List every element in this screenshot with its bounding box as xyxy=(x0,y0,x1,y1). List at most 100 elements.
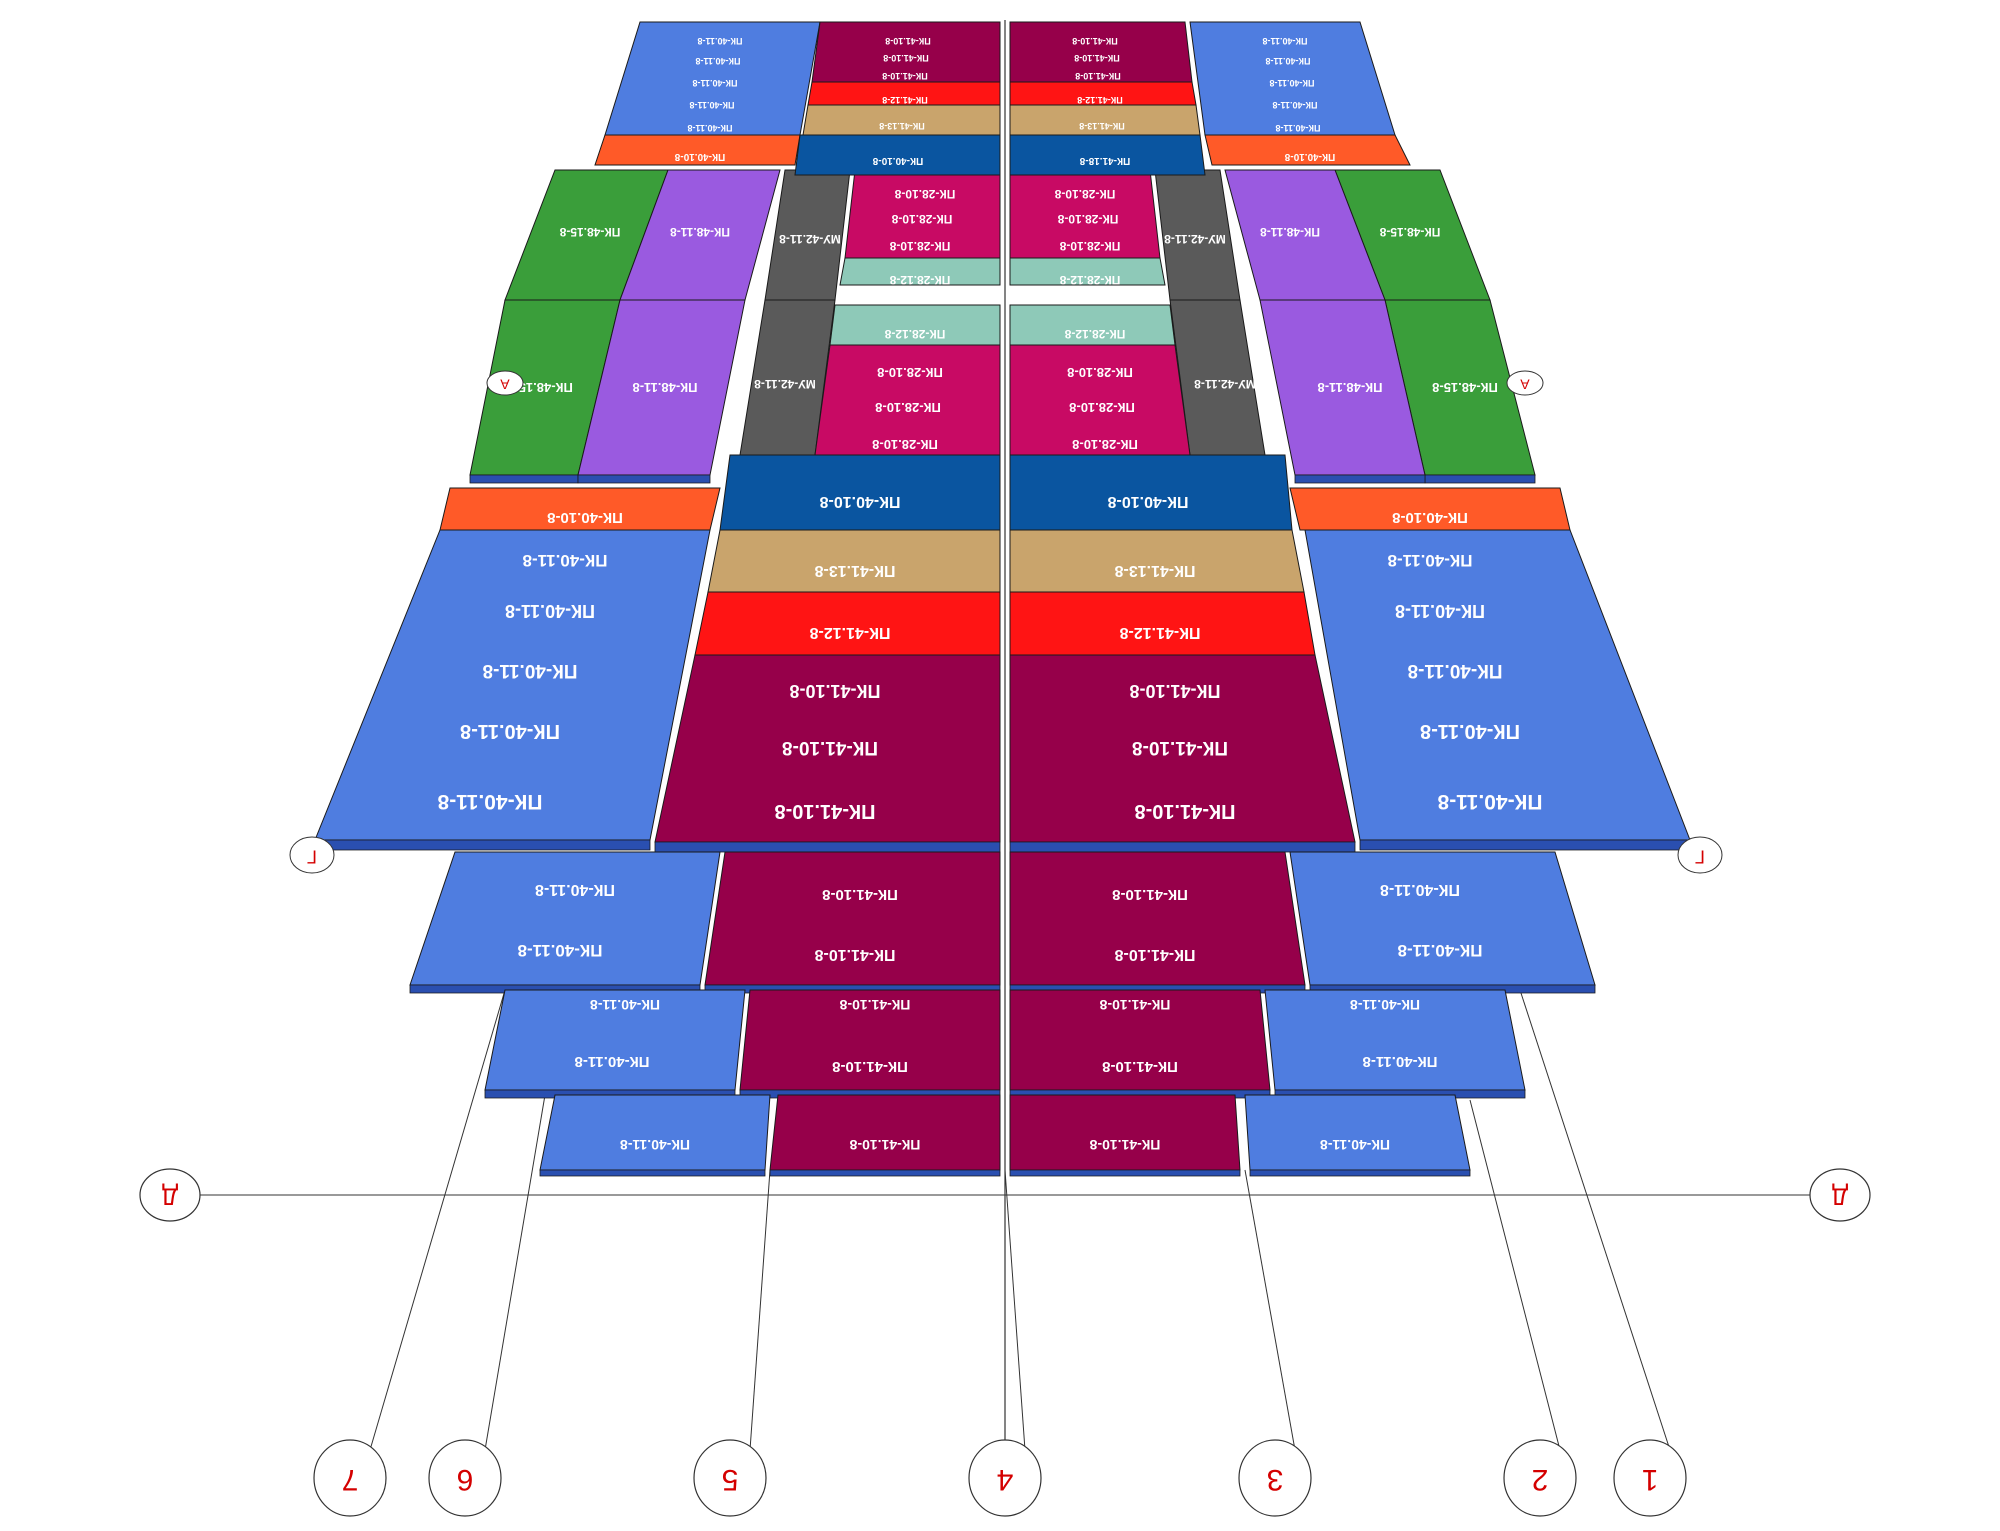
slab-pk41-13-left xyxy=(707,529,1001,593)
slab-label: ПК-40.11-8 xyxy=(696,56,741,66)
slab-label: ПК-41.10-8 xyxy=(882,71,927,81)
slab-label: ПК-28.10-8 xyxy=(1072,437,1138,452)
slab-pk48-11-right-lower-edge xyxy=(1294,474,1426,484)
slab-pk40-11-left-lower-edge xyxy=(314,839,651,851)
slab-label: ПК-48.15-8 xyxy=(559,225,620,239)
slab-label: ПК-28.10-8 xyxy=(1069,400,1135,415)
slab-label: ПК-40.11-8 xyxy=(1270,78,1315,88)
slab-label: ПК-41.10-8 xyxy=(849,1137,920,1153)
slab-pk40-11-right-lower-edge xyxy=(1359,839,1691,851)
slab-pk41-18-left-top xyxy=(794,134,1001,176)
slab-pk28-12-left-upper xyxy=(839,257,1001,286)
axis-label-g: Г xyxy=(307,846,317,866)
slab-pk28-10-left-lower xyxy=(814,344,1001,456)
slab-label: ПК-40.11-8 xyxy=(523,551,608,570)
slab-pk41-10-left-lower-edge xyxy=(654,841,1001,853)
slab-label: ПК-41.10-8 xyxy=(1132,737,1228,758)
slab-label: ПК-48.15-8 xyxy=(507,380,573,395)
slab-pk41-10-left-tier3 xyxy=(769,1094,1001,1171)
axis-label-a: А xyxy=(500,376,510,392)
slab-label: ПК-28.12-8 xyxy=(884,327,945,341)
slab-label: ПК-40.11-8 xyxy=(1320,1137,1390,1153)
slab-label: ПК-41.10-8 xyxy=(822,886,898,903)
slab-label: ПК-40.10-8 xyxy=(1392,509,1468,526)
axis-label-g: Г xyxy=(1695,846,1705,866)
slab-label: ПК-41.10-8 xyxy=(1134,800,1235,822)
slab-label: ПК-48.15-8 xyxy=(1379,225,1440,239)
slab-pk41-10-right-tier3-edge xyxy=(1009,1169,1241,1177)
slab-label: ПК-40.10-8 xyxy=(547,509,623,526)
axis-label-d: Д xyxy=(162,1183,178,1210)
slab-label: ПК-40.10-8 xyxy=(674,151,725,162)
slab-label: МУ-42.11-8 xyxy=(1164,232,1226,246)
axis-1-line xyxy=(1519,989,1671,1451)
slab-pk40-11-left-tier3-edge xyxy=(539,1169,766,1177)
slab-label: ПК-40.10-8 xyxy=(1284,151,1335,162)
slab-pk48-15-left-lower-edge xyxy=(469,474,579,484)
axis-label-6: 6 xyxy=(457,1463,474,1496)
slab-label: ПК-41.10-8 xyxy=(1099,997,1170,1013)
slab-label: ПК-28.12-8 xyxy=(1064,327,1125,341)
slab-pk40-11-right-tier1 xyxy=(1289,851,1596,986)
slab-label: ПК-40.11-8 xyxy=(1363,1053,1438,1070)
slab-label: ПК-40.11-8 xyxy=(518,941,603,960)
slab-label: ПК-28.10-8 xyxy=(875,400,941,415)
slab-pk40-10-left-top xyxy=(594,134,801,166)
slab-label: ПК-40.11-8 xyxy=(1263,36,1308,46)
slab-pk40-11-right-tier3-edge xyxy=(1249,1169,1471,1177)
slab-label: ПК-40.11-8 xyxy=(1398,941,1483,960)
axis-label-a: А xyxy=(1520,376,1530,392)
slab-label: ПК-41.12-8 xyxy=(809,624,890,641)
slab-label: ПК-48.11-8 xyxy=(1318,380,1383,395)
slab-pk41-10-left-tier1 xyxy=(704,851,1001,986)
slab-label: ПК-40.11-8 xyxy=(690,100,735,110)
slab-label: ПК-28.10-8 xyxy=(889,239,950,253)
slab-label: ПК-40.11-8 xyxy=(1273,100,1318,110)
slab-pk41-10-right-lower-edge xyxy=(1009,841,1356,853)
slab-label: ПК-41.10-8 xyxy=(1114,946,1195,963)
slab-label: ПК-41.10-8 xyxy=(1130,681,1221,701)
slab-label: ПК-40.11-8 xyxy=(620,1137,690,1153)
slab-label: ПК-40.11-8 xyxy=(483,660,578,681)
slab-label: ПК-40.11-8 xyxy=(688,123,733,133)
slab-pk40-11-left-tier1 xyxy=(409,851,721,986)
axis-marker-g-right xyxy=(1677,836,1723,874)
axis-marker-d-left xyxy=(139,1168,201,1222)
slab-label: ПК-41.13-8 xyxy=(814,562,895,579)
slab-label: ПК-40.11-8 xyxy=(1420,720,1520,742)
slab-label: ПК-41.12-8 xyxy=(882,95,927,105)
slab-label: ПК-28.10-8 xyxy=(1059,239,1120,253)
slab-label: ПК-40.11-8 xyxy=(698,36,743,46)
slab-label: ПК-40.11-8 xyxy=(1408,660,1503,681)
axis-label-5: 5 xyxy=(722,1463,739,1496)
axis-label-3: 3 xyxy=(1267,1463,1284,1496)
slab-pk40-10-dark-left xyxy=(719,454,1001,531)
slab-label: ПК-41.13-8 xyxy=(1114,562,1195,579)
slab-label: ПК-41.10-8 xyxy=(814,946,895,963)
slab-label: ПК-48.11-8 xyxy=(1260,225,1320,239)
slab-pk41-10-right-tier3 xyxy=(1009,1094,1241,1171)
slab-pk48-11-left-lower-edge xyxy=(577,474,711,484)
slab-label: ПК-40.11-8 xyxy=(1266,56,1311,66)
slab-label: ПК-40.10-8 xyxy=(872,155,923,166)
slab-pk40-11-right-tier3 xyxy=(1244,1094,1471,1171)
slab-label: ПК-40.11-8 xyxy=(1437,790,1542,813)
axis-6-line xyxy=(484,1094,546,1451)
slab-label: ПК-28.12-8 xyxy=(889,273,950,287)
axis-label-4: 4 xyxy=(997,1463,1014,1496)
axis-marker-a-right xyxy=(1506,370,1544,396)
slab-label: ПК-28.10-8 xyxy=(891,212,952,226)
slab-label: ПК-41.10-8 xyxy=(1112,886,1188,903)
axis-4-line xyxy=(1004,1169,1026,1451)
slab-label: ПК-41.10-8 xyxy=(774,800,875,822)
axis-marker-d-right xyxy=(1809,1168,1871,1222)
slab-label: ПК-41.13-8 xyxy=(879,121,924,131)
slab-label: ПК-40.11-8 xyxy=(535,881,615,898)
grid-lines xyxy=(180,20,1830,1451)
axis-2-line xyxy=(1469,1099,1561,1451)
slab-label: ПК-28.10-8 xyxy=(872,437,938,452)
slab-label: ПК-41.10-8 xyxy=(1075,71,1120,81)
slab-label: ПК-41.10-8 xyxy=(1074,53,1119,63)
slab-label: МУ-42.11-8 xyxy=(1194,377,1256,391)
